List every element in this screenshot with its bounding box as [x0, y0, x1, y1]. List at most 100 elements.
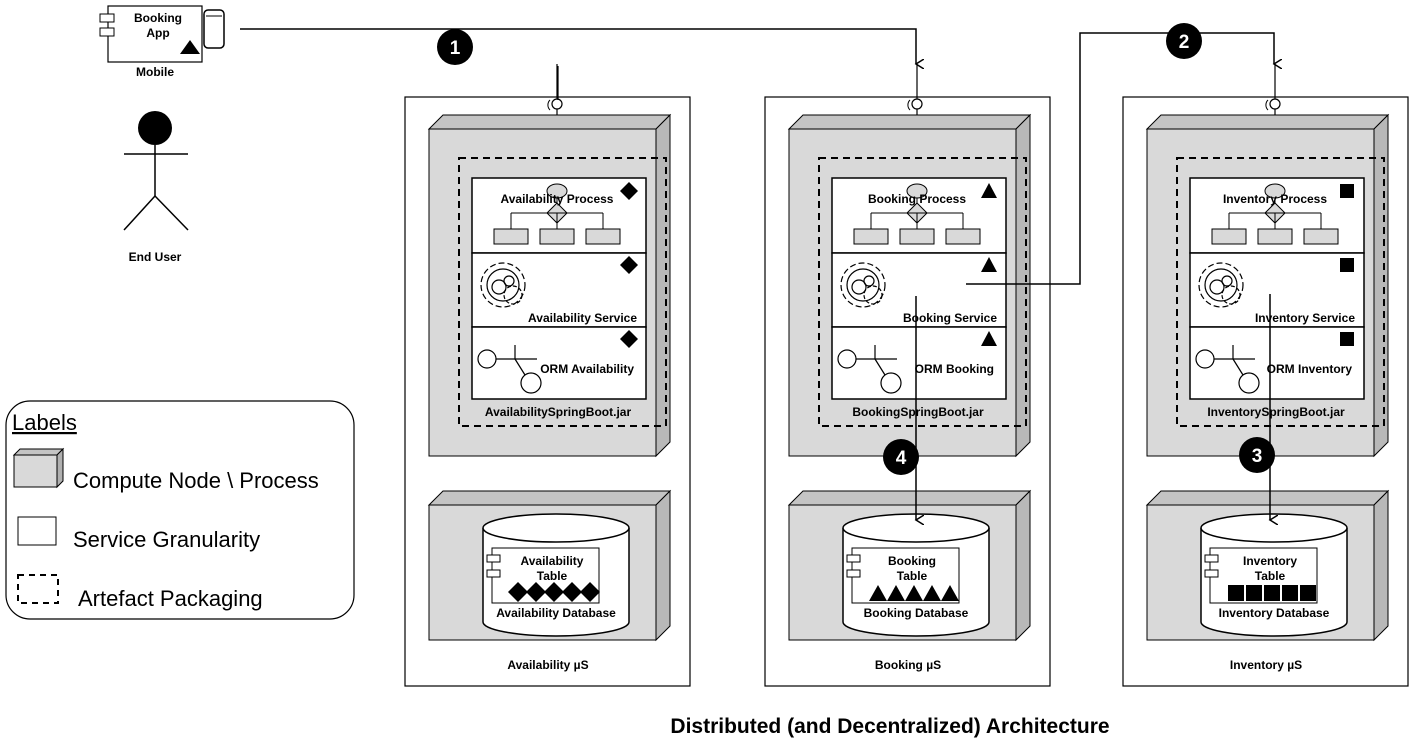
database-label: Availability Database	[496, 606, 616, 620]
component-port-icon	[486, 554, 501, 563]
diamond-marker-icon	[580, 582, 600, 602]
table-label-line2: Table	[537, 569, 568, 583]
microservice-label: Inventory µS	[1230, 658, 1302, 672]
connectors	[240, 28, 1274, 520]
process-step-icon	[493, 228, 529, 245]
orm-label: ORM Booking	[915, 362, 994, 376]
component-port-icon	[99, 27, 115, 37]
table-label-line1: Booking	[888, 554, 936, 568]
compute-node-swatch-icon	[12, 447, 65, 489]
svg-text:3: 3	[1252, 446, 1263, 467]
triangle-marker-icon	[905, 585, 923, 601]
component-port-icon	[99, 13, 115, 23]
diamond-marker-icon	[544, 582, 564, 602]
component-port-icon	[486, 569, 501, 578]
mobile-app-label-line2: App	[146, 26, 169, 40]
compute-node-top	[1145, 114, 1390, 130]
process-step-icon	[1257, 228, 1293, 245]
square-marker-icon	[1340, 332, 1354, 346]
service-label: Booking Service	[903, 311, 997, 325]
step-badge-3: 3	[1239, 437, 1275, 473]
artefact-packaging-box	[818, 157, 1027, 427]
table-label-line1: Inventory	[1243, 554, 1297, 568]
component-port-icon	[846, 554, 861, 563]
service-label: Availability Service	[528, 311, 637, 325]
service-label: Inventory Service	[1255, 311, 1355, 325]
process-step-icon	[899, 228, 935, 245]
square-marker-icon	[1228, 585, 1244, 601]
process-step-icon	[945, 228, 981, 245]
user-head-icon	[138, 111, 172, 145]
square-marker-icon	[1300, 585, 1316, 601]
legend-item-compute-node: Compute Node \ Process	[73, 468, 319, 493]
user-right-leg	[154, 195, 189, 231]
table-label-line2: Table	[1255, 569, 1286, 583]
triangle-marker-icon	[869, 585, 887, 601]
jar-label: BookingSpringBoot.jar	[852, 405, 984, 419]
phone-icon	[203, 9, 225, 49]
diamond-marker-icon	[620, 330, 638, 348]
square-marker-icon	[1246, 585, 1262, 601]
compute-node-side	[1015, 113, 1031, 458]
square-marker-icon	[1340, 184, 1354, 198]
triangle-marker-icon	[923, 585, 941, 601]
step-badge-2: 2	[1166, 23, 1202, 59]
compute-node-side	[655, 113, 671, 458]
process-label: Availability Process	[501, 192, 614, 206]
database-node-side	[1015, 489, 1031, 642]
interface-socket-icon	[1265, 99, 1269, 111]
process-step-icon	[1303, 228, 1339, 245]
square-marker-icon	[1340, 258, 1354, 272]
orm-layer	[1189, 326, 1365, 400]
mobile-app: Booking App Mobile	[99, 5, 225, 79]
orm-layer	[831, 326, 1007, 400]
legend-title: Labels	[12, 410, 77, 435]
interface-lollipop-icon	[911, 98, 923, 110]
interface-lollipop-icon	[1269, 98, 1281, 110]
orm-label: ORM Availability	[540, 362, 634, 376]
jar-label: InventorySpringBoot.jar	[1207, 405, 1345, 419]
mobile-app-label-line1: Booking	[134, 11, 182, 25]
svg-text:4: 4	[896, 448, 907, 469]
diamond-marker-icon	[562, 582, 582, 602]
legend-item-artefact-packaging: Artefact Packaging	[78, 586, 263, 611]
triangle-marker-icon	[981, 183, 997, 198]
mobile-label: Mobile	[136, 65, 174, 79]
component-port-icon	[846, 569, 861, 578]
microservice-label: Booking µS	[875, 658, 941, 672]
jar-label: AvailabilitySpringBoot.jar	[485, 405, 632, 419]
table-label-line2: Table	[897, 569, 928, 583]
end-user: End User	[123, 111, 189, 264]
process-step-icon	[585, 228, 621, 245]
step-badge-1: 1	[437, 29, 473, 65]
interface-lollipop-icon	[551, 98, 563, 110]
database-node-side	[1373, 489, 1389, 642]
compute-node-side	[1373, 113, 1389, 458]
legend-item-service-granularity: Service Granularity	[73, 527, 260, 552]
legend-box	[5, 400, 355, 620]
orm-label: ORM Inventory	[1267, 362, 1353, 376]
end-user-label: End User	[129, 250, 182, 264]
artefact-packaging-box	[458, 157, 667, 427]
database-label: Inventory Database	[1219, 606, 1330, 620]
process-label: Booking Process	[868, 192, 966, 206]
database-node-top	[427, 490, 672, 506]
database-label: Booking Database	[864, 606, 969, 620]
compute-node-top	[787, 114, 1032, 130]
database-node-side	[655, 489, 671, 642]
table-label-line1: Availability	[521, 554, 584, 568]
triangle-marker-icon	[887, 585, 905, 601]
artefact-packaging-swatch-icon	[17, 574, 59, 604]
component-port-icon	[1204, 554, 1219, 563]
step-badge-4: 4	[883, 439, 919, 475]
booking-service-to-inventory-arrow	[966, 32, 1274, 285]
square-marker-icon	[1264, 585, 1280, 601]
table-component-box	[1209, 547, 1318, 604]
triangle-marker-icon	[941, 585, 959, 601]
interface-socket-icon	[547, 99, 551, 111]
